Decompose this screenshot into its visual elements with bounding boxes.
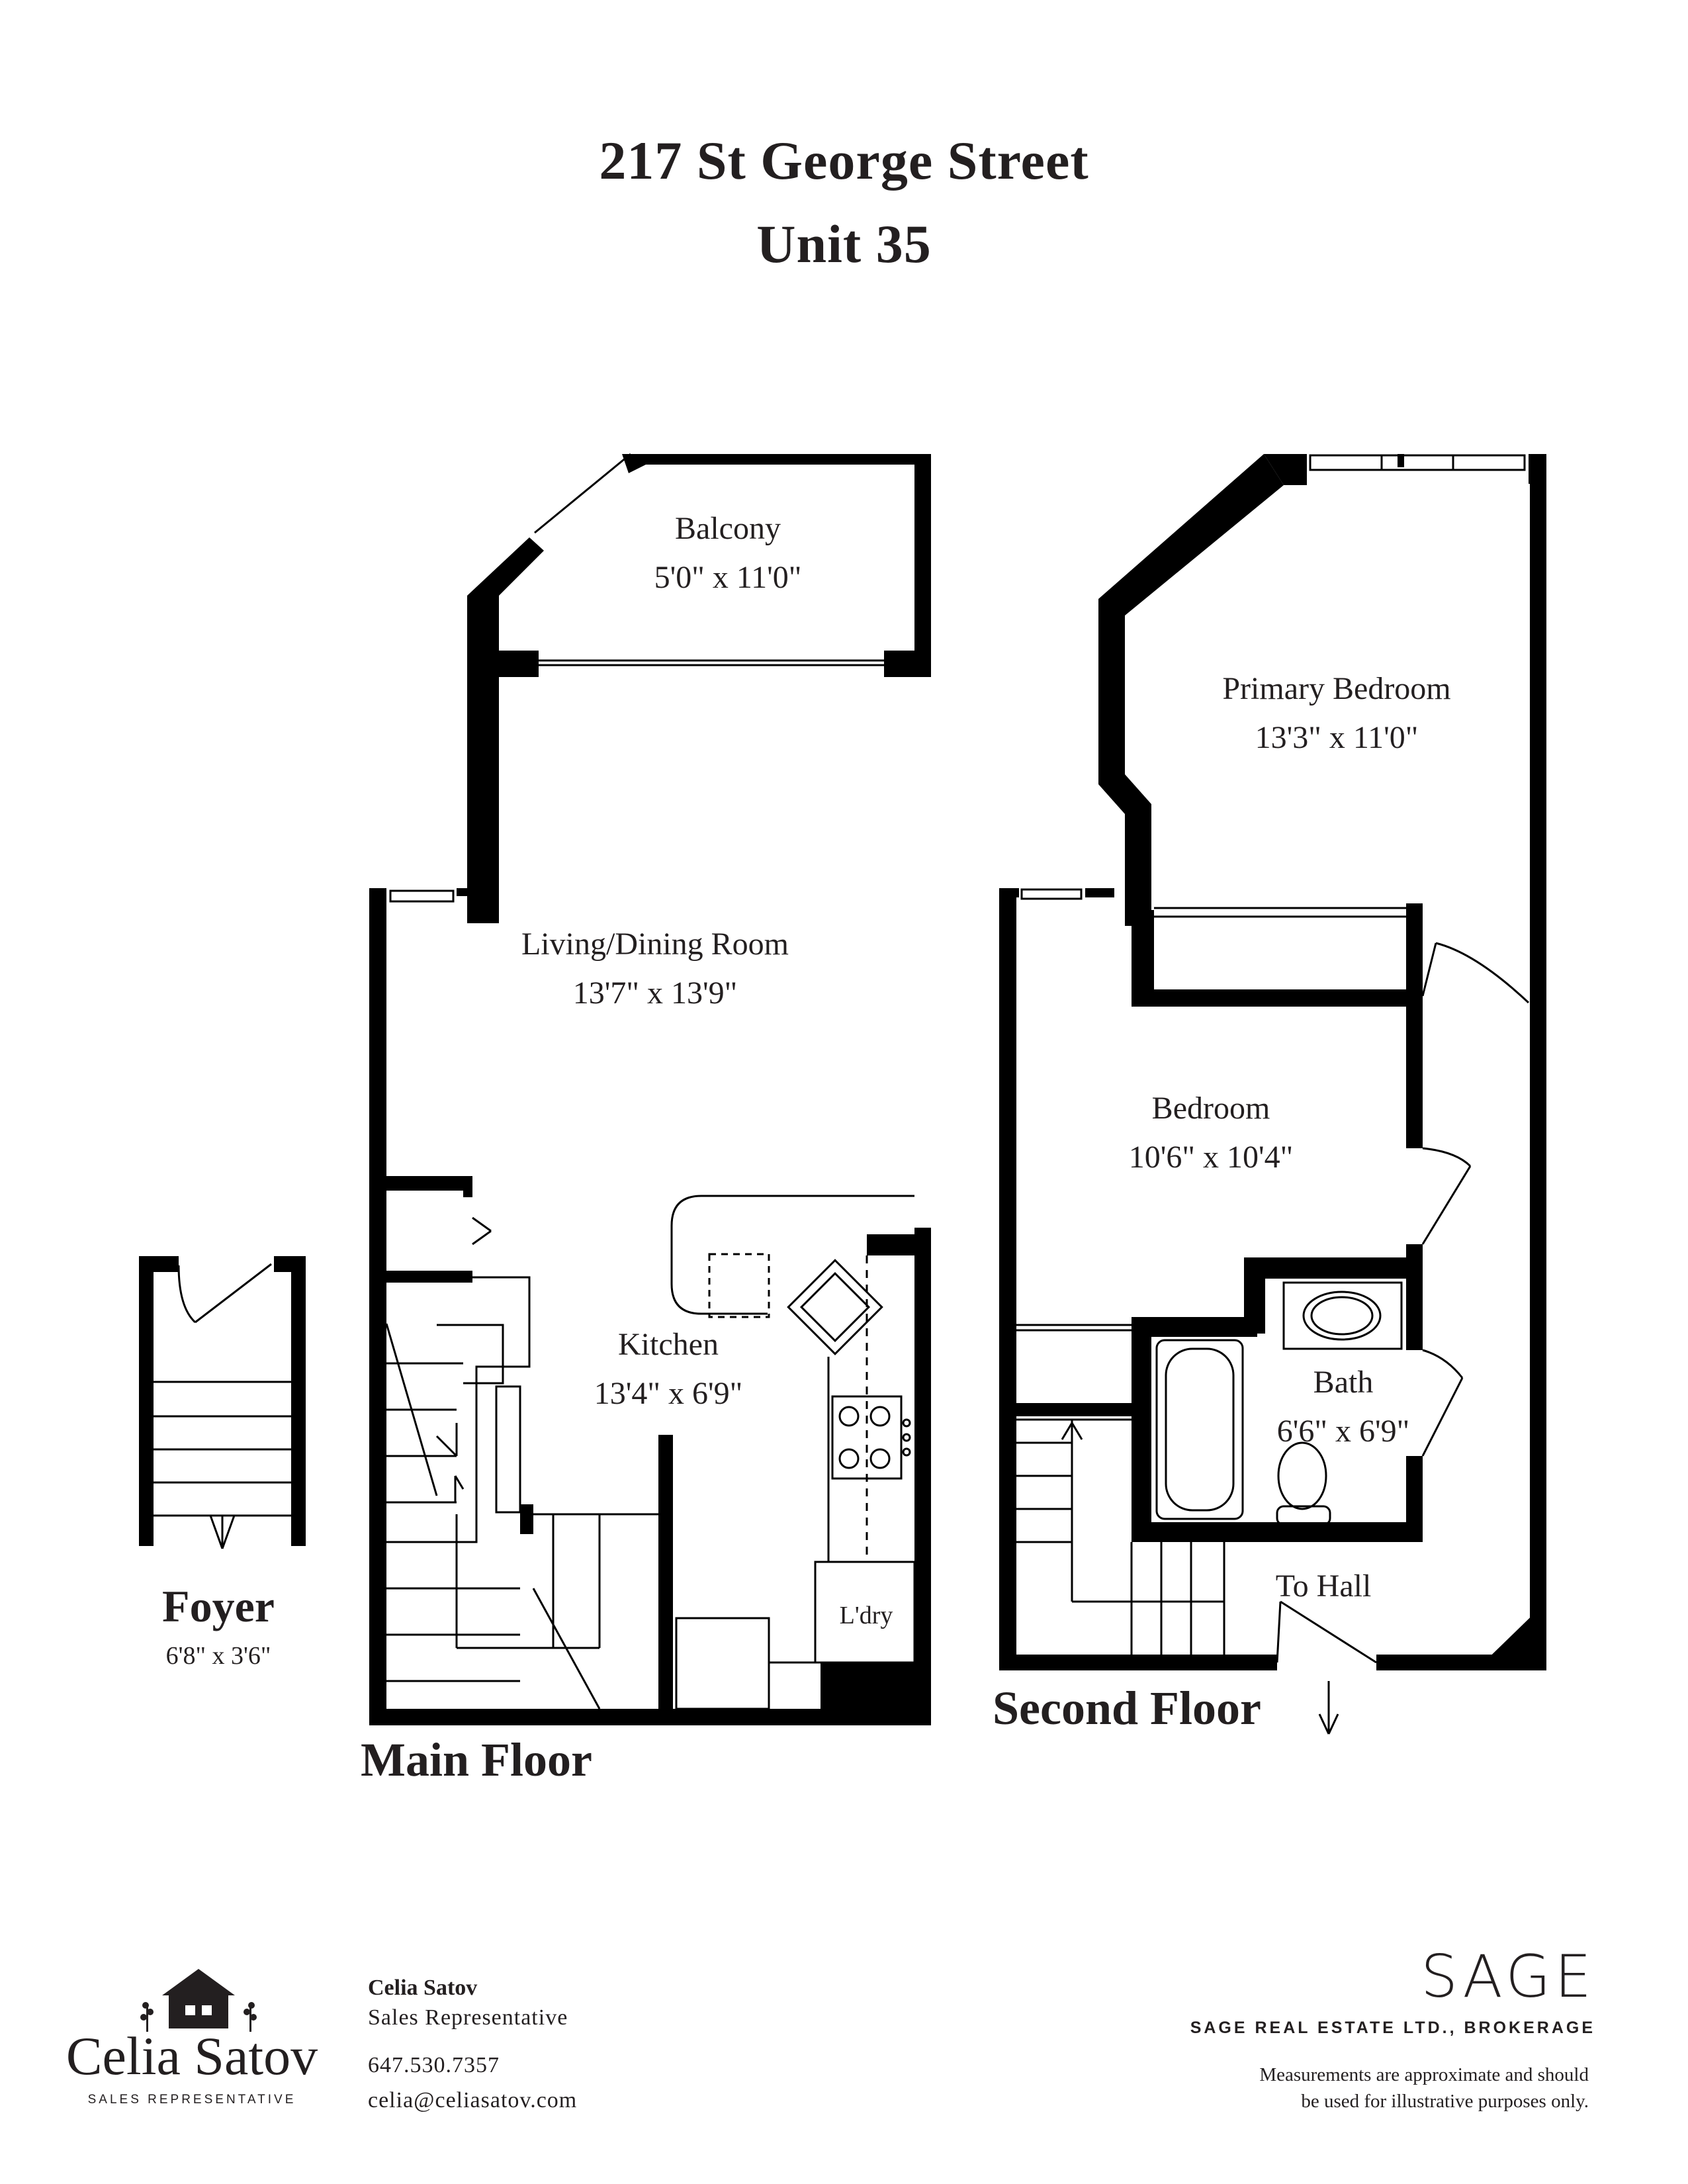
room-name: Primary Bedroom: [1222, 671, 1451, 706]
agent-title: Sales Representative: [368, 2005, 568, 2030]
balcony-label: Balcony 5'0" x 11'0": [596, 504, 860, 602]
primary-bedroom-label: Primary Bedroom 13'3" x 11'0": [1165, 664, 1509, 762]
house-logo-icon: [140, 1969, 257, 2032]
bath-label: Bath 6'6" x 6'9": [1244, 1358, 1443, 1456]
second-floor-label: Second Floor: [993, 1682, 1261, 1735]
second-floor-lines: [1016, 454, 1530, 1735]
foyer-plan: [139, 1256, 306, 1549]
room-size: 5'0" x 11'0": [654, 560, 802, 595]
brokerage-name: SAGE REAL ESTATE LTD., BROKERAGE: [1190, 2019, 1595, 2037]
bedroom-label: Bedroom 10'6" x 10'4": [1079, 1084, 1343, 1182]
logo-name: Celia Satov: [66, 2026, 318, 2086]
foyer-name: Foyer: [162, 1581, 275, 1631]
room-size: 10'6" x 10'4": [1128, 1140, 1294, 1175]
logo-subtitle: SALES REPRESENTATIVE: [87, 2093, 296, 2107]
room-name: Bedroom: [1151, 1091, 1270, 1126]
agent-phone[interactable]: 647.530.7357: [368, 2053, 500, 2077]
agent-email[interactable]: celia@celiasatov.com: [368, 2088, 578, 2113]
main-floor-label: Main Floor: [361, 1733, 592, 1786]
disclaimer-line-1: Measurements are approximate and should: [1259, 2064, 1589, 2085]
main-floor-lines: [385, 453, 916, 1710]
foyer-size: 6'8" x 3'6": [165, 1642, 271, 1670]
sage-brand-logo: SAGE: [1421, 1942, 1595, 2011]
room-size: 6'6" x 6'9": [1276, 1414, 1410, 1449]
room-name: Bath: [1313, 1365, 1374, 1400]
room-size: 13'3" x 11'0": [1255, 720, 1419, 755]
kitchen-label: Kitchen 13'4" x 6'9": [536, 1320, 801, 1418]
living-dining-label: Living/Dining Room 13'7" x 13'9": [457, 920, 854, 1018]
room-name: Balcony: [675, 511, 781, 546]
room-size: 13'7" x 13'9": [572, 976, 738, 1011]
agent-name: Celia Satov: [368, 1976, 478, 2000]
room-name: Living/Dining Room: [521, 927, 789, 962]
laundry-label: L'dry: [839, 1602, 893, 1629]
unit-title: Unit 35: [756, 214, 932, 274]
room-size: 13'4" x 6'9": [594, 1376, 743, 1411]
disclaimer: Measurements are approximate and should …: [1259, 2062, 1589, 2115]
room-name: Kitchen: [618, 1327, 719, 1362]
to-hall-label: To Hall: [1275, 1569, 1372, 1604]
disclaimer-line-2: be used for illustrative purposes only.: [1301, 2091, 1589, 2112]
second-floor-plan: [999, 454, 1546, 1670]
main-floor-plan: [369, 454, 931, 1725]
address-title: 217 St George Street: [599, 130, 1089, 191]
